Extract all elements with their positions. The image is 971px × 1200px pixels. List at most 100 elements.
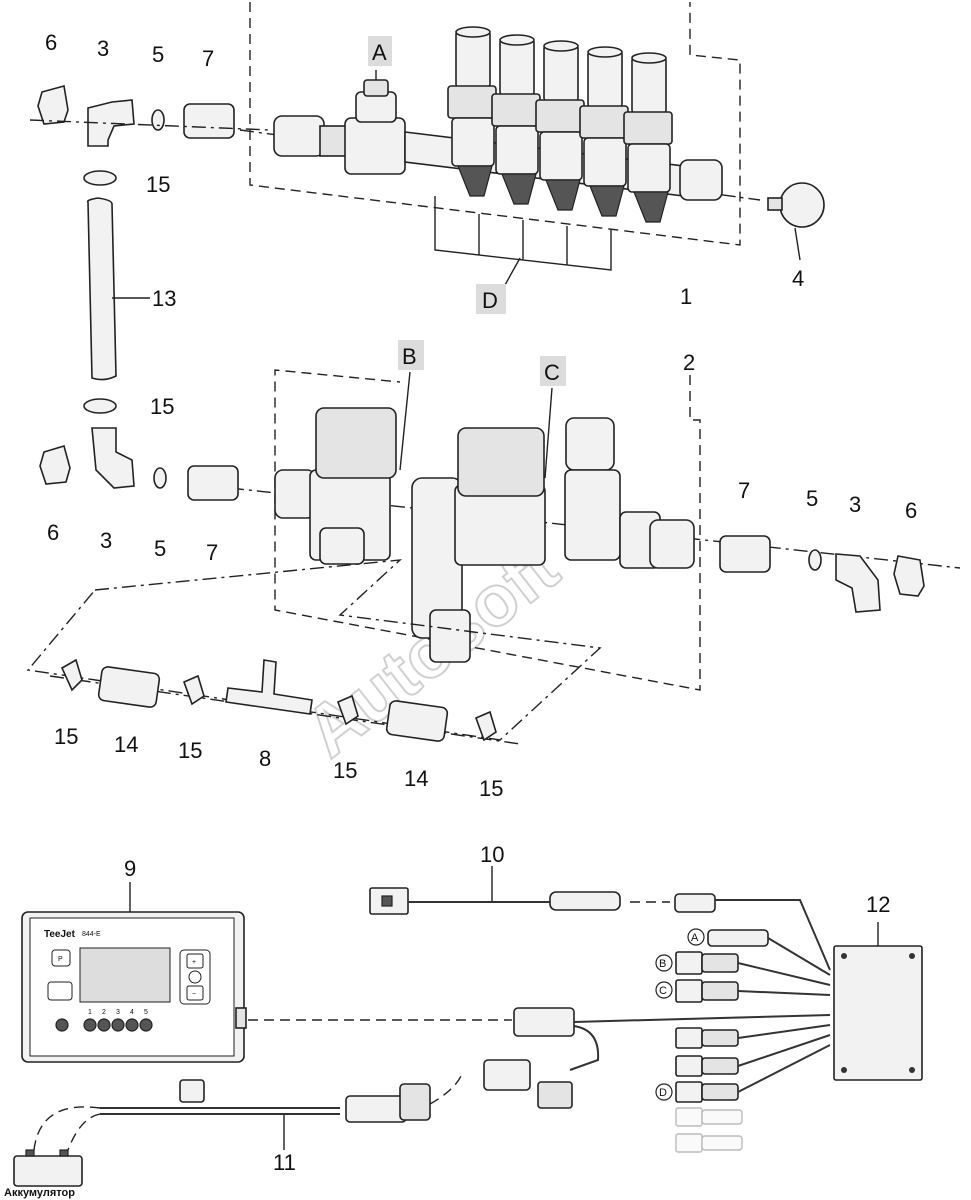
pressure-gauge (767, 182, 825, 261)
main-harness (483, 1007, 831, 1109)
connector-b (675, 951, 703, 975)
callout-7: 7 (738, 478, 750, 503)
console-connector (235, 1007, 247, 1029)
middle-left-fittings (39, 427, 239, 501)
callout-labels: 6 3 5 7 15 13 15 1 4 2 6 3 5 7 7 5 3 6 1… (45, 30, 917, 1175)
hose-14-right (385, 700, 449, 742)
p-key[interactable] (51, 949, 71, 967)
callout-6: 6 (905, 498, 917, 523)
section-valve-5 (623, 52, 673, 223)
regulator-knob (565, 417, 615, 471)
mode-key[interactable] (47, 981, 73, 1001)
callout-6: 6 (47, 520, 59, 545)
connector-d (675, 1081, 703, 1103)
callout-7: 7 (202, 46, 214, 71)
callout-3: 3 (100, 528, 112, 553)
valve-b-actuator (315, 407, 397, 479)
gauge-icon (188, 970, 202, 984)
power-cable-11 (33, 1073, 463, 1151)
label-a: A (372, 40, 387, 65)
section-switch-3[interactable] (111, 1018, 125, 1032)
section-valve-3 (535, 40, 585, 211)
label-c: C (544, 360, 560, 385)
clamp-15-a (83, 170, 117, 186)
callout-7: 7 (206, 540, 218, 565)
valve-c-actuator (457, 427, 545, 497)
assembly-1-boundary (249, 2, 741, 246)
callout-14: 14 (114, 732, 138, 757)
sensor-cable-10 (369, 887, 831, 971)
marker-a: A (691, 932, 699, 944)
callout-4: 4 (792, 266, 804, 291)
harness-plug (513, 1007, 575, 1037)
section-valve-2 (491, 34, 541, 205)
svg-text:4: 4 (130, 1009, 134, 1016)
valve-c-body (454, 484, 546, 566)
marker-d: D (659, 1087, 667, 1099)
nut-6-top (37, 84, 69, 125)
callout-3: 3 (97, 36, 109, 61)
connector-section-1 (675, 1027, 703, 1049)
section-valve-1 (447, 26, 497, 197)
letter-labels: A D B C (368, 36, 566, 479)
connector-section-2 (675, 1055, 703, 1077)
outlet-fitting (649, 519, 695, 569)
valve-a-body (344, 117, 406, 175)
marker-c: C (659, 985, 667, 997)
tee-connector-8 (225, 659, 313, 715)
battery-label: Аккумулятор (4, 1187, 75, 1199)
console-model: 844-E (82, 931, 101, 938)
callout-3: 3 (849, 492, 861, 517)
section-switch-1[interactable] (83, 1018, 97, 1032)
svg-text:1: 1 (88, 1009, 92, 1016)
top-left-fittings (29, 84, 271, 414)
callout-14: 14 (404, 766, 428, 791)
oring-5-top (151, 109, 165, 131)
console-brand: TeeJet (44, 929, 76, 940)
label-d: D (482, 288, 498, 313)
elbow-3-left (91, 427, 135, 489)
callout-15: 15 (178, 738, 202, 763)
connector-c (675, 979, 703, 1003)
nut-6-right (893, 555, 925, 597)
clamp-15-b (83, 398, 117, 414)
minus-key[interactable] (186, 985, 204, 1001)
svg-text:5: 5 (144, 1009, 148, 1016)
callout-13: 13 (152, 286, 176, 311)
callout-15: 15 (150, 394, 174, 419)
junction-box-12 (833, 945, 923, 1081)
section-valves (447, 26, 673, 223)
master-switch[interactable] (55, 1018, 69, 1032)
section-switch-5[interactable] (139, 1018, 153, 1032)
nut-6-left (39, 444, 71, 485)
section-switch-2[interactable] (97, 1018, 111, 1032)
section-switches: 1 2 3 4 5 (55, 1009, 153, 1032)
callout-12: 12 (866, 892, 890, 917)
callout-8: 8 (259, 746, 271, 771)
valve-connectors (675, 929, 831, 1153)
adapter-7-top (183, 103, 235, 139)
valve-assembly-1 (239, 2, 761, 286)
section-switch-4[interactable] (125, 1018, 139, 1032)
callout-9: 9 (124, 856, 136, 881)
battery (13, 1149, 83, 1187)
callout-5: 5 (154, 536, 166, 561)
plus-key[interactable] (186, 953, 204, 969)
callout-6: 6 (45, 30, 57, 55)
wiring-letter-markers: A B C D (655, 928, 705, 1101)
d-bracket (434, 196, 612, 271)
callout-15: 15 (54, 724, 78, 749)
callout-15: 15 (333, 758, 357, 783)
oring-5-left (153, 467, 167, 489)
assembly-2-boundary (274, 369, 701, 691)
clamp-15-f (474, 710, 497, 742)
battery-body (13, 1155, 83, 1187)
callout-5: 5 (152, 42, 164, 67)
hose-subassembly (26, 559, 602, 745)
svg-text:+: + (192, 959, 196, 966)
middle-right-fittings (719, 535, 925, 613)
section-valve-4 (579, 46, 629, 217)
callout-2: 2 (683, 350, 695, 375)
label-b: B (402, 344, 417, 369)
